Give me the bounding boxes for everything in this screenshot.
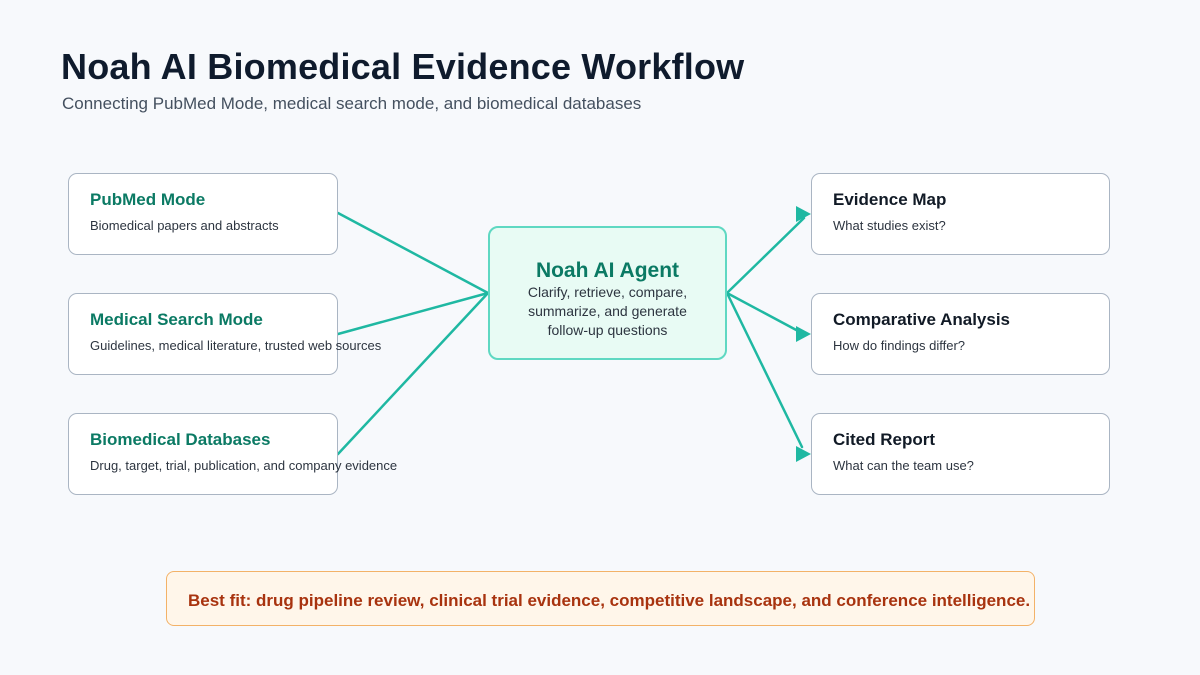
arrowhead-comparative xyxy=(796,326,811,342)
output-desc: What studies exist? xyxy=(833,218,946,233)
source-title: Biomedical Databases xyxy=(90,430,271,449)
best-fit-banner: Best fit: drug pipeline review, clinical… xyxy=(166,571,1035,626)
source-title: PubMed Mode xyxy=(90,190,206,209)
source-box-pubmed: PubMed Mode Biomedical papers and abstra… xyxy=(68,173,338,255)
arrowhead-cited-report xyxy=(796,446,811,462)
output-title: Comparative Analysis xyxy=(833,310,1010,329)
connector-databases-to-agent xyxy=(336,291,490,456)
source-box-medical-search: Medical Search Mode Guidelines, medical … xyxy=(68,293,381,375)
page-title: Noah AI Biomedical Evidence Workflow xyxy=(61,46,745,87)
best-fit-text: Best fit: drug pipeline review, clinical… xyxy=(188,591,1031,610)
output-desc: How do findings differ? xyxy=(833,338,966,353)
connector-agent-to-evidence-map xyxy=(725,216,806,295)
output-box-comparative-analysis: Comparative Analysis How do findings dif… xyxy=(811,293,1110,375)
source-desc: Biomedical papers and abstracts xyxy=(90,218,279,233)
agent-desc: Clarify, retrieve, compare, summarize, a… xyxy=(527,284,688,338)
connector-agent-to-cited-report xyxy=(725,291,804,449)
page-subtitle: Connecting PubMed Mode, medical search m… xyxy=(62,94,642,113)
output-box-evidence-map: Evidence Map What studies exist? xyxy=(811,173,1110,255)
connector-medsearch-to-agent xyxy=(336,291,490,336)
output-desc: What can the team use? xyxy=(833,458,974,473)
connector-pubmed-to-agent xyxy=(336,211,490,295)
output-title: Cited Report xyxy=(833,430,935,449)
arrowhead-evidence-map xyxy=(796,206,811,222)
source-desc: Guidelines, medical literature, trusted … xyxy=(90,338,382,353)
agent-title: Noah AI Agent xyxy=(535,259,680,282)
agent-box: Noah AI Agent Clarify, retrieve, compare… xyxy=(488,226,727,360)
source-desc: Drug, target, trial, publication, and co… xyxy=(90,458,398,473)
connector-agent-to-comparative xyxy=(725,291,802,334)
output-box-cited-report: Cited Report What can the team use? xyxy=(811,413,1110,495)
source-title: Medical Search Mode xyxy=(90,310,263,329)
output-title: Evidence Map xyxy=(833,190,947,209)
source-box-biomedical-databases: Biomedical Databases Drug, target, trial… xyxy=(68,413,397,495)
